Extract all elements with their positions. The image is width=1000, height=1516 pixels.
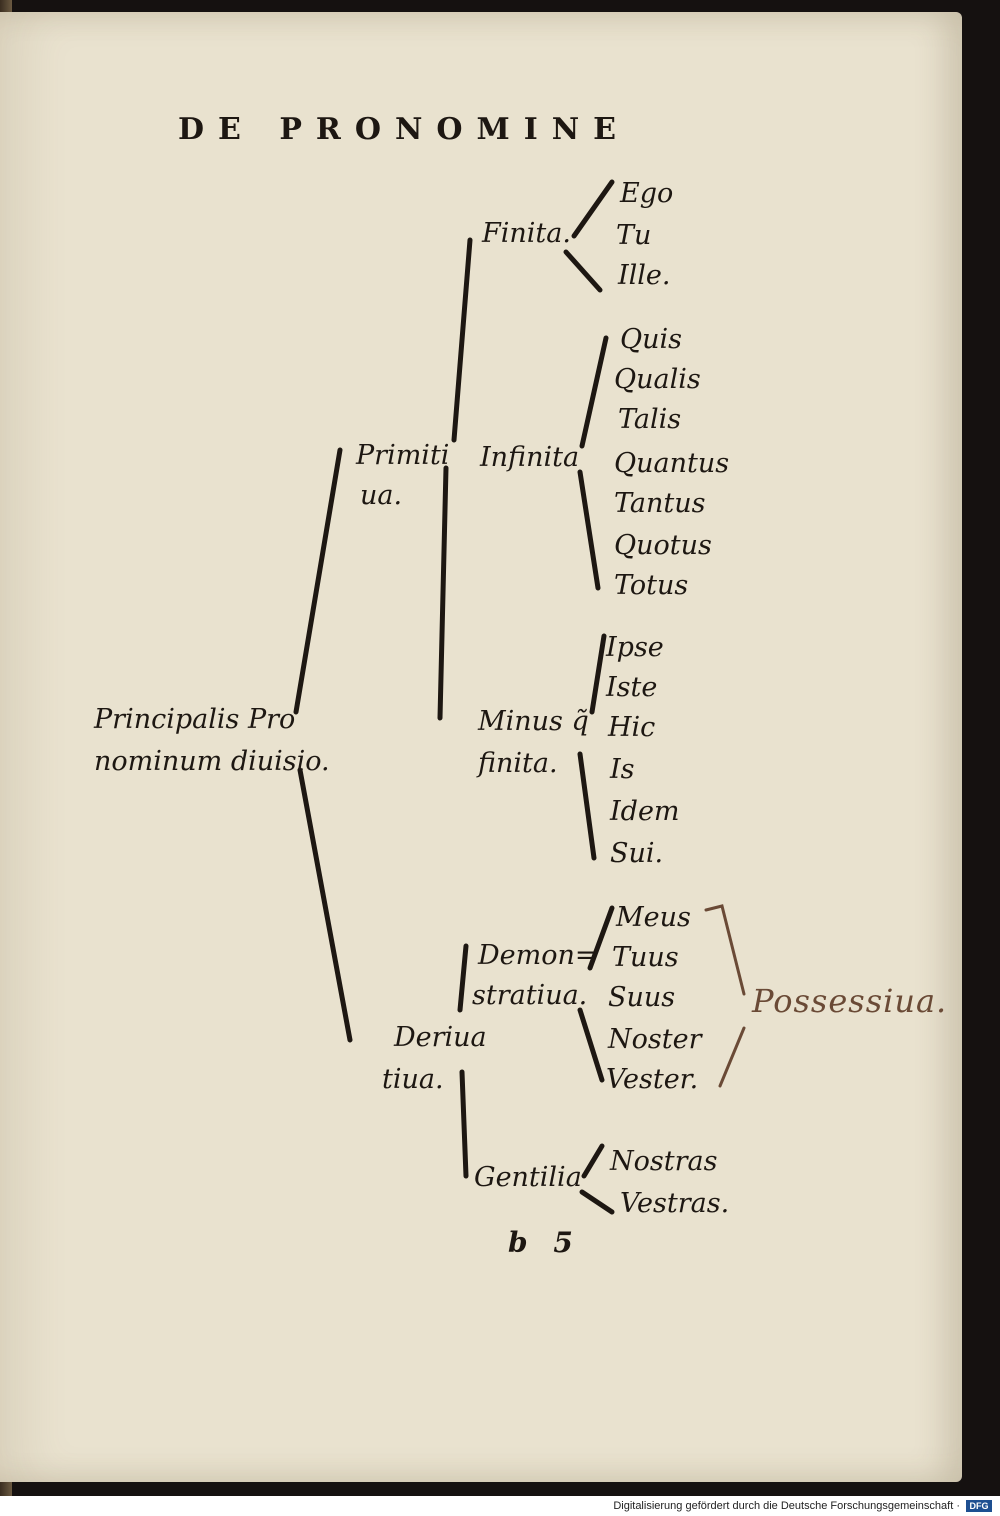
primitiua-label-line2: ua. — [360, 480, 403, 511]
manuscript-annotation: Possessiua. — [752, 982, 948, 1020]
minus-finita-label-line2: finita. — [478, 748, 558, 779]
brace-infinita-lower — [577, 469, 601, 591]
brace-deriuatiua-upper — [457, 943, 469, 1013]
infinita-item: Tantus — [614, 488, 706, 519]
finita-item: Ille. — [618, 260, 671, 291]
demonstratiua-item: Meus — [616, 902, 691, 933]
brace-demonstratiua-lower — [577, 1007, 605, 1083]
gentilia-label: Gentilia — [474, 1162, 582, 1193]
brace-primitiua-upper — [451, 237, 473, 443]
deriuatiua-label-line1: Deriua — [394, 1022, 487, 1053]
brace-finita-upper — [571, 179, 615, 239]
minus-finita-item: Hic — [608, 712, 656, 743]
minus-finita-item: Is — [610, 754, 635, 785]
infinita-item: Totus — [614, 570, 689, 601]
deriuatiua-label-line2: tiua. — [382, 1064, 444, 1095]
finita-label: Finita. — [482, 218, 571, 249]
root-label-line1: Principalis Pro — [94, 704, 296, 735]
brace-infinita-upper — [579, 335, 609, 449]
primitiua-label-line1: Primiti — [356, 440, 450, 471]
brace-finita-lower — [563, 249, 603, 293]
dfg-logo-icon: DFG — [966, 1500, 992, 1512]
infinita-label: Infinita — [480, 442, 580, 473]
minus-finita-item: Sui. — [610, 838, 664, 869]
finita-item: Ego — [620, 178, 674, 209]
demonstratiua-label-line2: stratiua. — [472, 980, 588, 1011]
brace-root-lower — [297, 767, 353, 1043]
demonstratiua-label-line1: Demon= — [478, 940, 598, 971]
gentilia-item: Vestras. — [620, 1188, 730, 1219]
finita-item: Tu — [616, 220, 652, 251]
brace-gentilia-lower — [579, 1189, 615, 1215]
infinita-item: Quotus — [614, 530, 712, 561]
brace-minus-lower — [577, 751, 597, 861]
infinita-item: Quis — [620, 324, 683, 355]
minus-finita-item: Ipse — [606, 632, 664, 663]
infinita-item: Qualis — [614, 364, 701, 395]
demonstratiua-item: Vester. — [606, 1064, 699, 1095]
footer-credit: Digitalisierung gefördert durch die Deut… — [613, 1500, 960, 1512]
root-label-line2: nominum diuisio. — [94, 746, 330, 777]
brace-primitiua-lower — [437, 465, 449, 721]
gentilia-item: Nostras — [610, 1146, 718, 1177]
brace-deriuatiua-lower — [459, 1069, 469, 1179]
demonstratiua-item: Tuus — [612, 942, 679, 973]
footer-bar: Digitalisierung gefördert durch die Deut… — [0, 1496, 1000, 1516]
infinita-item: Quantus — [614, 448, 730, 479]
demonstratiua-item: Suus — [608, 982, 676, 1013]
minus-finita-label-line1: Minus q̃ — [478, 706, 589, 737]
signature-mark: b 5 — [508, 1226, 581, 1259]
manuscript-brace-upper — [704, 904, 746, 996]
brace-root-upper — [293, 447, 343, 715]
infinita-item: Talis — [618, 404, 682, 435]
manuscript-brace-lower — [718, 1026, 746, 1088]
minus-finita-item: Idem — [610, 796, 680, 827]
demonstratiua-item: Noster — [608, 1024, 702, 1055]
brace-demonstratiua-upper — [587, 905, 615, 971]
brace-minus-upper — [589, 633, 607, 715]
minus-finita-item: Iste — [606, 672, 658, 703]
brace-gentilia-upper — [581, 1143, 605, 1179]
book-page — [0, 12, 962, 1482]
running-header: DE PRONOMINE — [178, 112, 631, 147]
